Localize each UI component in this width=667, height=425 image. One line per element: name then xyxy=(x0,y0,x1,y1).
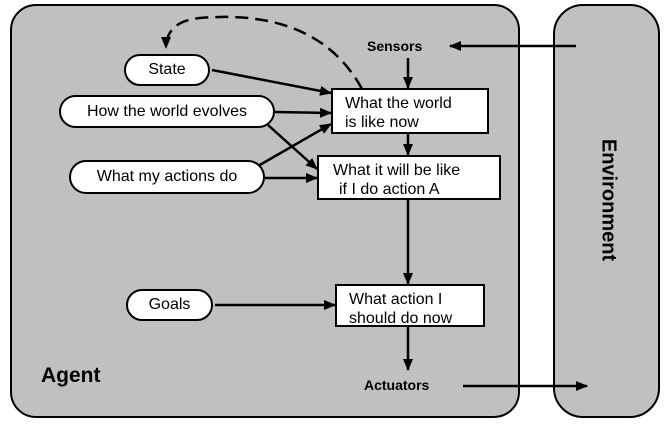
world-now-line-1: What the world xyxy=(345,95,452,112)
agent-label: Agent xyxy=(41,364,101,387)
environment-panel xyxy=(553,4,660,418)
agent-panel xyxy=(10,4,520,418)
world-now-line-2: is like now xyxy=(345,114,419,131)
action-a-box: What it will be like if I do action A xyxy=(317,155,501,200)
world-now-box: What the world is like now xyxy=(331,88,489,134)
world-evolves-oval: How the world evolves xyxy=(59,95,275,128)
what-action-box: What action I should do now xyxy=(335,284,485,327)
actuators-label: Actuators xyxy=(364,377,430,393)
arrow-my-actions-to-world-now xyxy=(257,122,332,168)
what-action-line-2: should do now xyxy=(349,310,453,327)
action-a-line-2: if I do action A xyxy=(339,181,440,198)
environment-label: Environment xyxy=(597,138,620,262)
arrow-world-evolves-to-world-now xyxy=(274,107,332,118)
sensors-label: Sensors xyxy=(367,38,423,54)
arrow-state-to-world-now xyxy=(211,68,332,96)
what-action-line-1: What action I xyxy=(349,291,443,308)
goals-oval: Goals xyxy=(126,289,213,321)
my-actions-oval: What my actions do xyxy=(69,160,265,194)
arrow-dashed-world-now-to-state xyxy=(161,15,364,90)
action-a-line-1: What it will be like xyxy=(333,162,461,179)
state-oval: State xyxy=(124,54,210,86)
